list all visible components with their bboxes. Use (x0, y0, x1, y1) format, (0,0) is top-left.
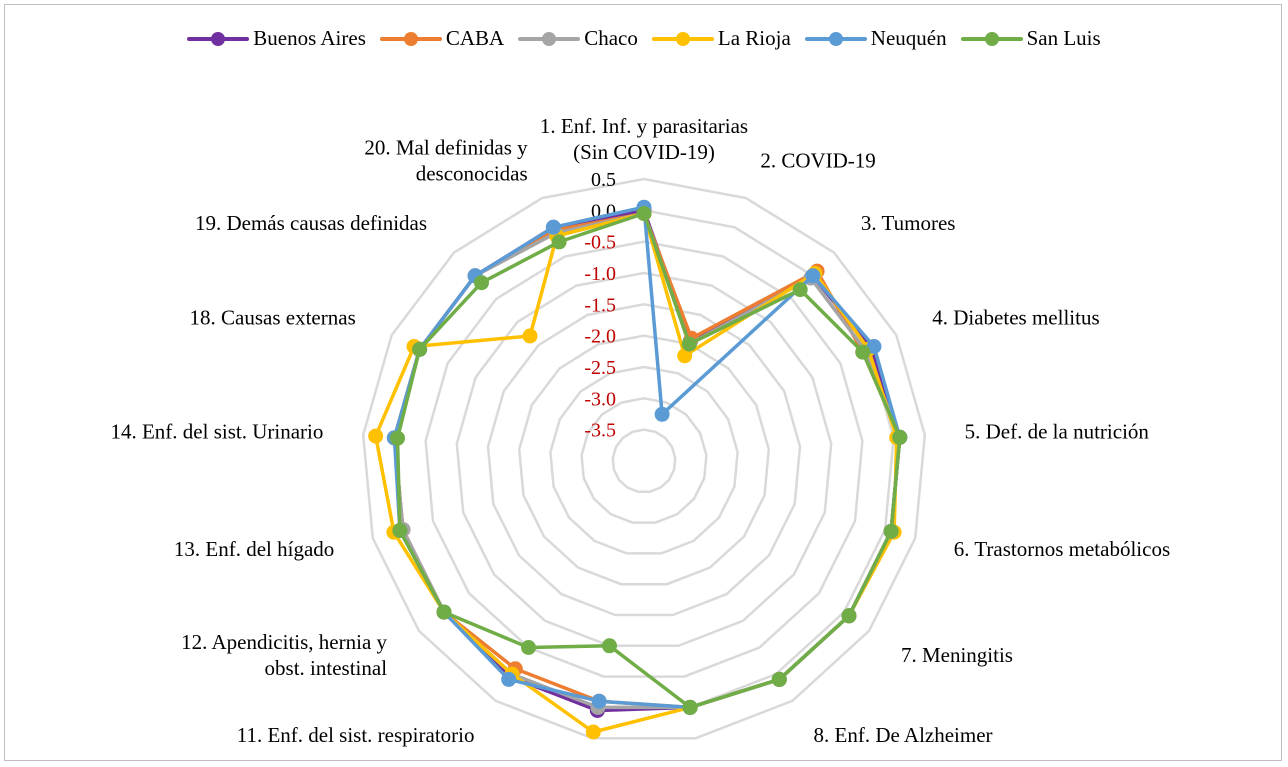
legend-label: CABA (445, 26, 505, 50)
data-point (585, 724, 601, 740)
tick-label: -0.5 (584, 232, 616, 254)
category-label: 13. Enf. del hígado (174, 537, 334, 561)
legend-swatch (187, 31, 250, 46)
category-label: 7. Meningitis (901, 643, 1013, 667)
data-point (866, 339, 882, 354)
data-point (551, 234, 567, 250)
legend-swatch (379, 31, 442, 46)
grid-ring (580, 397, 708, 524)
category-label: 3. Tumores (861, 211, 956, 235)
tick-label: -1.5 (584, 294, 616, 316)
data-point (522, 328, 538, 344)
chart-legend: Buenos Aires CABA Chaco La Rioja Neuquén San … (0, 26, 1288, 51)
data-point (474, 275, 489, 291)
legend-label: Buenos Aires (253, 26, 366, 50)
category-label: 1. Enf. Inf. y parasitarias(Sin COVID-19… (540, 114, 748, 164)
category-label: 19. Demás causas definidas (195, 211, 427, 235)
data-point (545, 219, 561, 235)
category-label: 6. Trastornos metabólicos (954, 537, 1170, 561)
data-point (883, 523, 899, 539)
data-point (636, 206, 652, 221)
data-point (392, 523, 408, 538)
data-point (521, 640, 536, 655)
data-point (654, 406, 670, 422)
data-point (412, 341, 428, 357)
data-point (368, 428, 384, 444)
legend-item: San Luis (960, 26, 1101, 51)
legend-label: Neuquén (870, 26, 947, 50)
series-line (395, 211, 902, 710)
tick-label: -2.5 (584, 357, 616, 379)
grid-ring (549, 365, 739, 555)
data-point (841, 608, 857, 624)
data-point (501, 671, 517, 687)
legend-label: San Luis (1026, 26, 1101, 50)
grid-ring (611, 428, 677, 494)
grid-ring (361, 177, 927, 740)
category-label: 18. Causas externas (190, 305, 356, 329)
grid-ring (486, 303, 802, 617)
tick-label: -3.0 (584, 388, 616, 410)
category-label: 5. Def. de la nutrición (965, 419, 1150, 443)
data-point (602, 638, 617, 654)
data-point (390, 430, 405, 446)
legend-item: La Rioja (651, 26, 791, 51)
legend-item: Chaco (518, 26, 638, 51)
tick-label: -1.0 (584, 263, 616, 285)
data-point (892, 429, 908, 445)
category-label: 10. Enf. del sist. circulatorio (346, 766, 585, 767)
grid-ring (424, 240, 864, 678)
data-point (591, 693, 607, 709)
legend-label: La Rioja (717, 26, 791, 50)
data-point (855, 344, 871, 360)
category-label: 8. Enf. De Alzheimer (814, 723, 993, 747)
data-point (677, 348, 693, 364)
data-point (771, 671, 787, 687)
legend-swatch (960, 31, 1023, 46)
legend-item: CABA (379, 26, 505, 51)
legend-item: Neuquén (804, 26, 947, 51)
data-point (436, 604, 452, 620)
data-point (805, 268, 821, 284)
series-line (373, 211, 899, 734)
grid-ring (455, 271, 833, 648)
data-point (681, 336, 697, 352)
category-label: 11. Enf. del sist. respiratorio (237, 723, 475, 747)
grid-ring (517, 334, 771, 586)
legend-swatch (518, 31, 581, 46)
legend-label: Chaco (584, 26, 638, 50)
legend-item: Buenos Aires (187, 26, 366, 51)
chart-frame (4, 4, 1282, 761)
data-point (682, 699, 698, 715)
category-label: 14. Enf. del sist. Urinario (110, 419, 323, 443)
category-label: 2. COVID-19 (760, 149, 876, 173)
tick-label: -2.0 (584, 326, 616, 348)
tick-label: 0.5 (591, 169, 616, 191)
legend-swatch (651, 31, 714, 46)
category-label: 9. Trast. mentales y de comp. (703, 766, 949, 767)
category-label: 4. Diabetes mellitus (932, 305, 1099, 329)
legend-swatch (804, 31, 867, 46)
tick-label: -3.5 (584, 420, 616, 442)
data-point (792, 282, 808, 298)
